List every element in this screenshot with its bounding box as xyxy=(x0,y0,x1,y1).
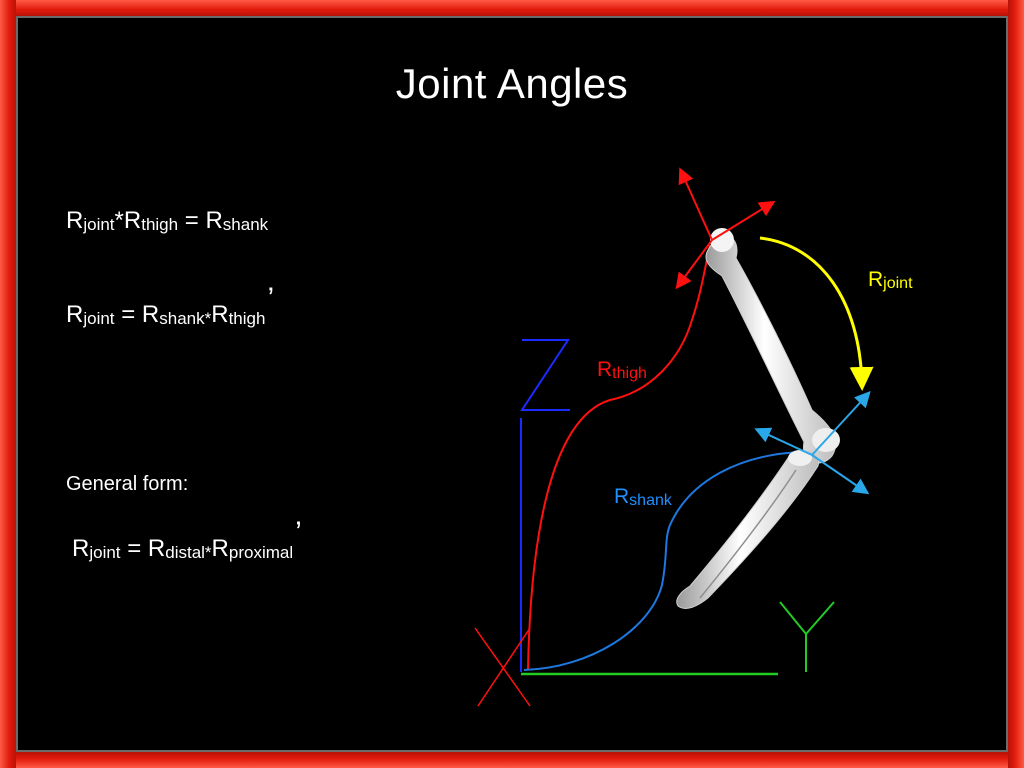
global-y-axis xyxy=(521,601,835,676)
eq2-equals: = xyxy=(114,301,142,328)
eq1-r-joint: R xyxy=(66,207,84,234)
eq1-sub-joint: joint xyxy=(83,215,115,234)
eq1-operator: * xyxy=(114,207,124,234)
equation-joint-solved: Rjoint = Rshank*Rthigh’ xyxy=(66,282,274,330)
frame-left-border xyxy=(0,0,16,768)
label-r-thigh-letter: R xyxy=(597,358,613,381)
label-r-thigh-sub: thigh xyxy=(612,365,647,382)
eq3-sub-proximal: proximal xyxy=(228,543,294,562)
frame-top-border xyxy=(0,0,1024,16)
shank-rotation-curve xyxy=(523,451,801,671)
shank-frame-arrows xyxy=(754,391,871,495)
label-r-thigh: Rthigh xyxy=(597,358,647,383)
label-r-shank-sub: shank xyxy=(629,492,672,509)
label-r-shank-letter: R xyxy=(614,485,630,508)
slide-title: Joint Angles xyxy=(395,60,629,107)
label-r-joint: Rjoint xyxy=(868,268,913,293)
slide-canvas xyxy=(16,16,1008,752)
eq3-sub-distal: distal xyxy=(165,543,205,562)
eq3-transpose-mark: ’ xyxy=(295,516,302,549)
frame-bottom-border xyxy=(0,752,1024,768)
general-form-label: General form: xyxy=(66,473,189,495)
x-letter-glyph xyxy=(474,627,531,707)
label-r-joint-sub: joint xyxy=(883,275,913,292)
global-z-axis xyxy=(520,339,570,672)
eq2-r-joint: R xyxy=(66,301,84,328)
label-r-shank: Rshank xyxy=(614,485,672,510)
joint-rotation-arc xyxy=(759,236,874,391)
y-letter-glyph xyxy=(779,601,835,672)
thigh-bone xyxy=(705,228,840,464)
z-letter-glyph xyxy=(520,339,570,411)
equation-general-form: Rjoint = Rdistal*Rproximal’ xyxy=(72,516,302,564)
eq3-sub-joint: joint xyxy=(89,543,121,562)
eq2-sub-shank: shank xyxy=(159,309,205,328)
label-r-joint-letter: R xyxy=(868,268,884,291)
frame-right-border xyxy=(1008,0,1024,768)
global-x-axis xyxy=(474,627,531,707)
eq3-operator: * xyxy=(204,543,212,562)
equation-joint-thigh-shank: Rjoint*Rthigh = Rshank xyxy=(66,207,268,235)
shank-bone xyxy=(676,449,820,609)
eq2-r-shank: R xyxy=(141,301,160,328)
eq3-r-joint: R xyxy=(72,535,90,562)
eq1-sub-shank: shank xyxy=(222,215,269,234)
eq2-sub-thigh: thigh xyxy=(228,309,266,328)
eq3-r-distal: R xyxy=(147,535,166,562)
eq3-r-proximal: R xyxy=(211,535,229,562)
eq1-r-thigh: R xyxy=(123,207,142,234)
thigh-rotation-curve xyxy=(527,244,711,671)
eq2-operator: * xyxy=(204,309,212,328)
eq2-transpose-mark: ’ xyxy=(267,282,275,315)
eq2-sub-joint: joint xyxy=(83,309,115,328)
eq1-r-shank: R xyxy=(205,207,223,234)
eq1-sub-thigh: thigh xyxy=(141,215,179,234)
thigh-frame-arrows xyxy=(675,167,776,290)
eq1-equals: = xyxy=(178,207,206,234)
eq3-equals: = xyxy=(120,535,148,562)
eq2-r-thigh: R xyxy=(211,301,229,328)
